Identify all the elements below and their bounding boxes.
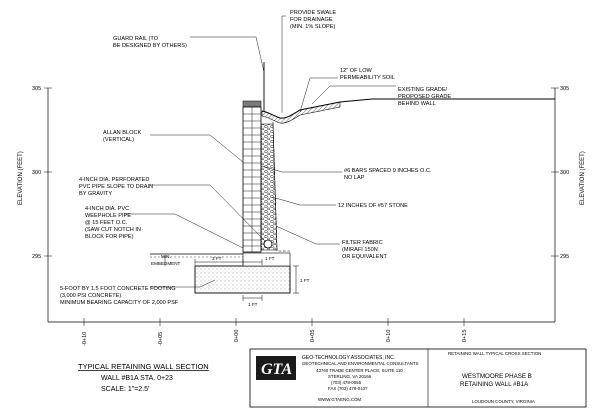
label-footing: 5-FOOT BY 1.5 FOOT CONCRETE FOOTING (3,0… [60,286,179,306]
label-guard-rail: GUARD RAIL (TO BE DESIGNED BY OTHERS) [113,36,187,49]
grid-ticks [44,87,559,326]
grid-frame [47,88,556,323]
project-location: LOUDOUN COUNTY, VIRGINIA [472,399,535,404]
label-weephole: 4-INCH DIA. PVC WEEPHOLE PIPE @ 15 FEET … [85,206,143,240]
y-axis-title-left: ELEVATION (FEET) [18,151,24,205]
company-website: WWW.GTAENG.COM [318,397,361,402]
sheet-title: RETAINING WALL TYPICAL CROSS SECTION [448,351,541,356]
x-tick-p10: 0+10 [386,330,392,342]
y-tick-295-left: 295 [32,254,41,260]
gta-logo [256,356,296,380]
x-tick-p15: 0+15 [462,330,468,342]
allan-block-wall [242,106,262,253]
drawing-scale: SCALE: 1"=2.5' [101,386,149,393]
dim-1ft-top: 1 FT [265,256,275,261]
title-block: GTA GEO-TECHNOLOGY ASSOCIATES, INC. GEOT… [249,348,587,408]
dim-3ft: 3 FT [212,256,222,261]
gta-logo-text: GTA [261,361,292,378]
drawing-title: TYPICAL RETAINING WALL SECTION [78,362,209,371]
company-tagline: GEOTECHNICAL AND ENVIRONMENTAL CONSULTAN… [302,361,419,366]
label-low-permeability-soil: 12" OF LOW PERMEABILITY SOIL [340,68,395,81]
y-tick-300-left: 300 [32,170,41,176]
x-tick-m05: -0+05 [158,332,164,346]
x-tick-m10: -0+10 [82,332,88,346]
leader-lines [124,15,396,288]
label-embedment: MIN. EMBEDMENT [151,254,181,266]
label-stone: 12 INCHES OF #57 STONE [338,203,408,209]
label-bars: #6 BARS SPACED 9 INCHES O.C. NO LAP [344,168,433,181]
concrete-footing [194,265,291,294]
drawing-station: WALL #B1A STA. 0+23 [101,375,173,382]
label-grade: EXISTING GRADE/ PROPOSED GRADE BEHIND WA… [398,87,453,107]
y-tick-305-left: 305 [32,86,41,92]
project-name: WESTMOORE PHASE B RETAINING WALL #B1A [460,373,534,388]
x-tick-p05: 0+05 [310,330,316,342]
low-permeability-soil [261,101,341,124]
wall-cap [242,100,262,108]
dim-1ft-right: 1 FT [300,278,310,283]
stone-backfill [260,123,278,251]
label-swale: PROVIDE SWALE FOR DRAINAGE (MIN. 1% SLOP… [290,10,338,30]
filter-fabric [272,121,290,252]
label-allan-block: ALLAN BLOCK (VERTICAL) [103,130,143,143]
company-name: GEO-TECHNOLOGY ASSOCIATES, INC. [302,355,395,361]
label-filter-fabric: FILTER FABRIC (MIRAFI 150N OR EQUIVALENT [342,240,388,260]
y-tick-300-right: 300 [560,170,569,176]
y-tick-295-right: 295 [560,254,569,260]
x-tick-000: 0+00 [234,330,240,342]
dim-1ft-bottom: 1 FT [248,302,258,307]
dimension-lines [164,256,299,301]
company-address: 43760 TRADE CENTER PLACE, SUITE 110 STER… [316,368,404,391]
y-axis-title-right: ELEVATION (FEET) [580,151,586,205]
y-tick-305-right: 305 [560,86,569,92]
label-drain-pipe: 4-INCH DIA. PERFORATED PVC PIPE SLOPE TO… [79,177,155,197]
